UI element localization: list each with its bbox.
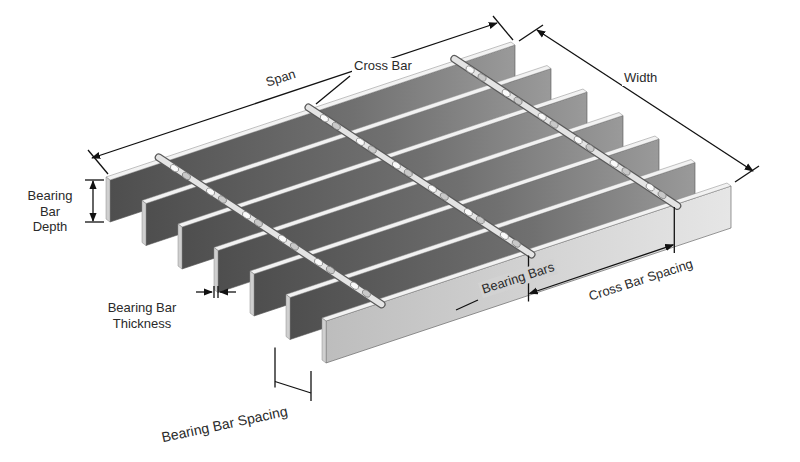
extension-line [88,150,108,174]
extension-line [85,221,104,222]
bearing-bar [322,183,731,363]
leader-line [456,300,478,310]
extension-line [735,166,759,182]
part-label: Width [622,70,659,86]
dimension-line [537,30,753,171]
bar-end [178,224,182,269]
extension-line [85,179,104,180]
extension-line [674,207,675,253]
part-label: Bearing Bar Depth [20,188,80,235]
part-label: Span [262,65,300,90]
cross-bar [309,108,532,255]
dimension-line [220,291,236,292]
extension-line [217,286,218,298]
dimension-line [275,382,311,394]
bar-end [322,318,326,363]
leader-line [316,76,350,104]
part-label: Bearing Bar Thickness [96,300,188,331]
extension-line [493,16,513,40]
part-label: Cross Bar [352,58,414,74]
bar-end [142,201,146,246]
extension-line [213,286,214,298]
dimension-line [92,181,93,221]
dimension-line [92,23,497,158]
dimension-line [196,291,212,292]
extension-line [519,25,543,41]
cross-bar [454,59,677,206]
extension-line [310,371,311,401]
cross-bar [159,157,382,304]
bar-end [106,177,110,222]
bar-end [250,271,254,316]
bar-end [214,248,218,293]
bar-face [326,186,731,363]
bar-end [286,295,290,340]
part-label: Bearing Bar Spacing [158,402,291,446]
